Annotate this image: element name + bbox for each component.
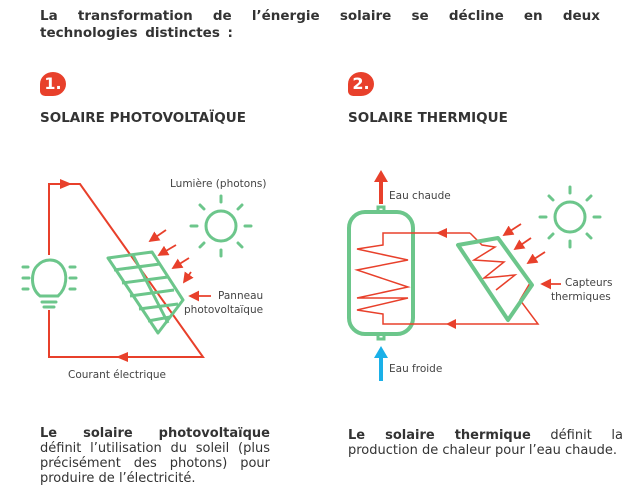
pv-description: Le solaire photovoltaïque définit l’util… (40, 426, 270, 486)
hot-water-label: Eau chaude (389, 190, 451, 202)
pv-desc-text: définit l’utilisation du soleil (plus pr… (40, 441, 270, 486)
sun-rays-arrows (502, 223, 561, 290)
light-label: Lumière (photons) (170, 178, 267, 190)
intro-heading: La transformation de l’énergie solaire s… (40, 8, 600, 41)
badge-1: 1. (40, 72, 66, 96)
thermal-description: Le solaire thermique définit la producti… (348, 428, 623, 458)
pv-circuit (48, 183, 205, 358)
circuit-arrow-left-icon (116, 352, 128, 362)
panel-label-2: photovoltaïque (184, 304, 264, 316)
panel-label-1: Panneau (218, 290, 264, 302)
pv-title: SOLAIRE PHOTOVOLTAÏQUE (40, 110, 246, 126)
badge-2: 2. (348, 72, 374, 96)
thermal-title: SOLAIRE THERMIQUE (348, 110, 508, 126)
light-bulb-icon (21, 258, 78, 309)
circuit-arrow-right-icon (60, 179, 72, 189)
hot-arrow-icon (374, 170, 388, 182)
cold-water-label: Eau froide (389, 363, 443, 375)
th-desc-text: définit la production de chaleur pour l’… (348, 428, 624, 458)
sun-icon (189, 194, 253, 258)
current-label: Courant électrique (68, 369, 167, 381)
cold-arrow-icon (374, 346, 388, 358)
thermal-collector-icon (456, 236, 534, 322)
solar-panel-icon (106, 250, 185, 335)
th-desc-bold: Le solaire thermique (348, 428, 531, 443)
water-tank (347, 210, 415, 336)
pv-desc-bold: Le solaire photovoltaïque (40, 426, 270, 441)
collector-label-1: Capteurs (565, 277, 613, 289)
photon-arrows (148, 229, 211, 302)
sun-icon-2 (538, 185, 602, 249)
heat-circuit (354, 232, 540, 325)
collector-label-2: thermiques (551, 291, 611, 303)
